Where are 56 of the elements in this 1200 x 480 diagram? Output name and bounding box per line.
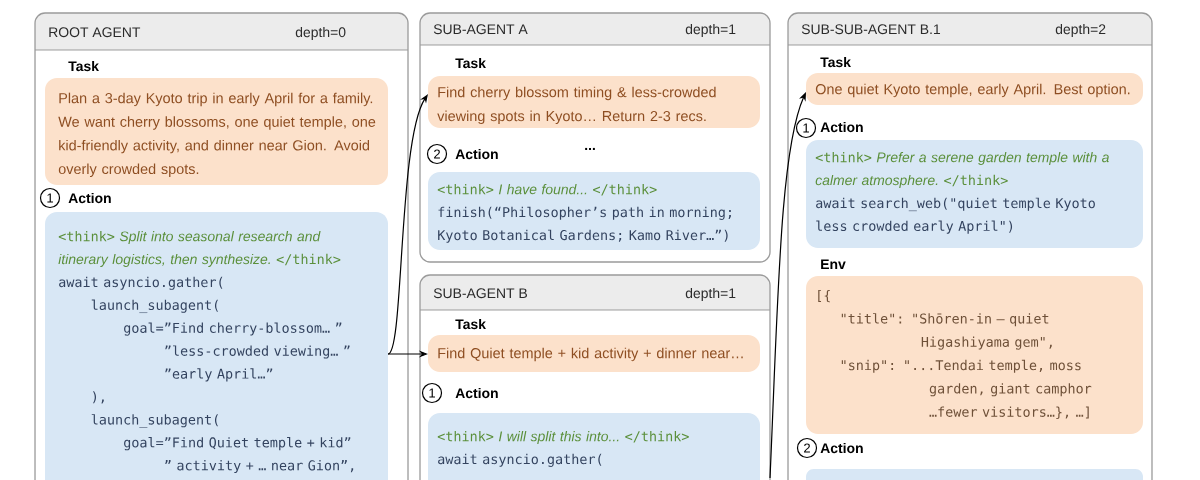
panel-title: SUB-SUB-AGENT B.1 bbox=[801, 24, 940, 35]
panel-title: SUB-AGENT A bbox=[433, 24, 528, 35]
code-line: launch_subagent( bbox=[91, 299, 218, 314]
depth-label: depth=0 bbox=[295, 26, 346, 40]
section-heading: Task bbox=[455, 57, 486, 69]
ellipsis: ... bbox=[585, 147, 595, 150]
step-number: 2 bbox=[426, 143, 448, 165]
code-line: ” activity + … near Gion”, bbox=[165, 460, 354, 474]
depth-label: depth=2 bbox=[1055, 23, 1106, 37]
step-number: 2 bbox=[796, 437, 818, 459]
step-number: 1 bbox=[421, 382, 443, 404]
reasoning-text: <think> Prefer a serene garden temple with a calmer atmosphere. </think> bbox=[815, 151, 1109, 188]
agent-panel bbox=[419, 274, 771, 480]
section-heading: Task bbox=[68, 60, 99, 72]
section-heading: Task bbox=[820, 56, 851, 68]
reasoning-text: <think> Split into seasonal research and itinerary logistics, then synthesize. </think> bbox=[58, 230, 341, 267]
code-line: finish(“Philosopher’s path in morning; Kyoto Botanical Gardens; Kamo River…”) bbox=[438, 206, 731, 243]
arrow bbox=[387, 94, 428, 355]
step-number: 1 bbox=[795, 117, 817, 139]
code-line: "title": "Shōren-in — quiet bbox=[841, 313, 1049, 327]
code-line: goal=”Find Quiet temple + kid” bbox=[124, 437, 351, 451]
task-text: Find cherry blossom timing & less-crowded viewing spots in Kyoto… Return 2-3 recs. bbox=[437, 86, 716, 125]
depth-label: depth=1 bbox=[685, 23, 736, 37]
code-line: launch_subagent( bbox=[91, 414, 218, 428]
code-line: ”less-crowded viewing… ” bbox=[165, 345, 350, 359]
code-line: "snip": "...Tendai temple, moss bbox=[841, 359, 1081, 373]
code-line: Higashiyama gem", bbox=[921, 336, 1052, 350]
step-number: 1 bbox=[39, 187, 61, 209]
agent-panel bbox=[34, 12, 409, 480]
reasoning-text: <think> I will split this into... </think> bbox=[437, 430, 689, 444]
depth-label: depth=1 bbox=[685, 287, 736, 301]
section-heading: Task bbox=[455, 318, 486, 330]
code-line: [{ bbox=[818, 289, 830, 303]
agent-panel bbox=[419, 12, 771, 263]
agent-panel bbox=[787, 12, 1153, 480]
section-heading: Action bbox=[68, 192, 111, 204]
panel-title: ROOT AGENT bbox=[49, 27, 141, 38]
section-heading: Action bbox=[455, 148, 498, 160]
code-line: ”early April…” bbox=[165, 368, 273, 382]
code-line: …fewer visitors…}, …] bbox=[929, 406, 1089, 419]
reasoning-text: <think> I have found... </think> bbox=[437, 183, 657, 196]
code-line: await search_web("quiet temple Kyoto less crowded early April") bbox=[816, 197, 1095, 234]
code-line: goal=”Find cherry-blossom… ” bbox=[124, 322, 342, 336]
task-text: One quiet Kyoto temple, early April. Best option. bbox=[815, 83, 1130, 98]
code-line: garden, giant camphor bbox=[929, 383, 1092, 397]
section-heading: Action bbox=[820, 442, 863, 454]
code-line: await asyncio.gather( bbox=[59, 276, 223, 290]
arrow bbox=[769, 92, 806, 479]
task-text: Plan a 3-day Kyoto trip in early April for a family. We want cherry blossoms, one quiet temple, one kid-friendly activity, and dinner near Gion. Avoid overly crowded spots. bbox=[58, 92, 376, 177]
section-heading: Action bbox=[820, 121, 863, 133]
section-heading: Env bbox=[821, 259, 846, 269]
task-text: Find Quiet temple + kid activity + dinner near… bbox=[438, 347, 743, 362]
code-line: await asyncio.gather( bbox=[438, 453, 602, 467]
panel-title: SUB-AGENT B bbox=[433, 288, 527, 299]
code-line: ), bbox=[93, 391, 104, 404]
section-heading: Action bbox=[455, 387, 498, 399]
